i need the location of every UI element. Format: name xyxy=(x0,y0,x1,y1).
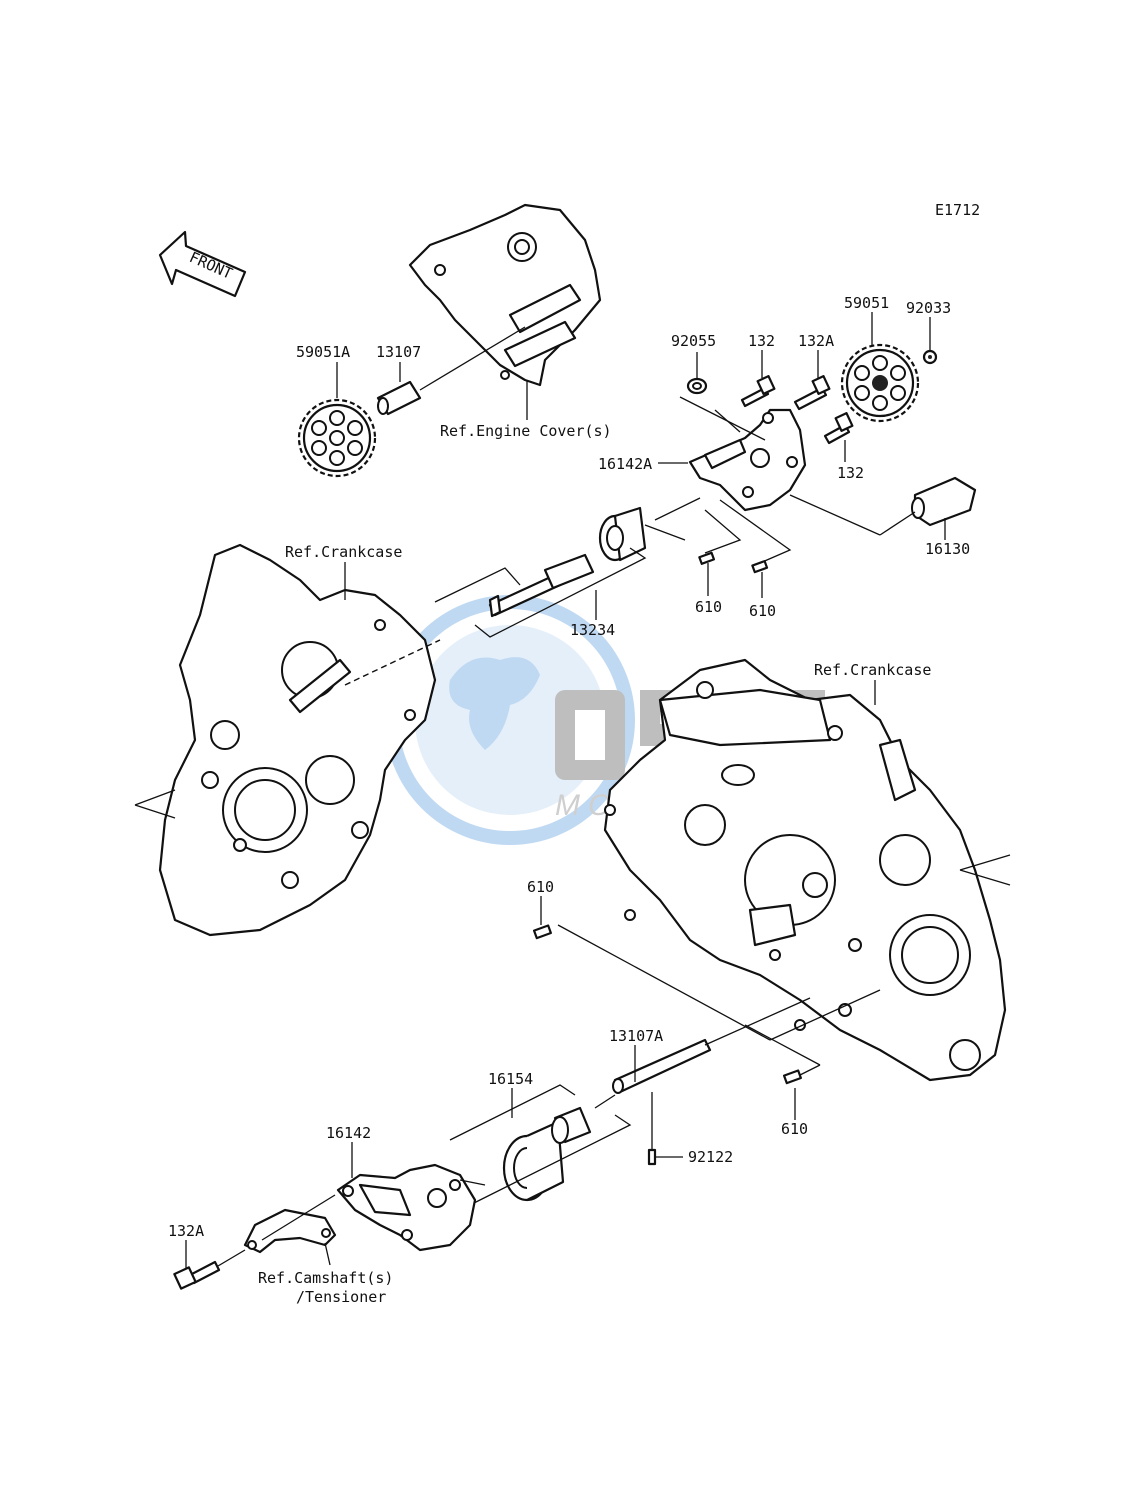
label-610-b: 610 xyxy=(749,602,776,620)
label-92122: 92122 xyxy=(688,1148,733,1166)
label-92055: 92055 xyxy=(671,332,716,350)
label-ref-engine-cover: Ref.Engine Cover(s) xyxy=(440,422,612,440)
label-59051A: 59051A xyxy=(296,343,350,361)
bolt-132-mid xyxy=(823,412,854,445)
label-132-top: 132 xyxy=(748,332,775,350)
pump-body-16142A xyxy=(679,396,807,512)
leader-lines xyxy=(185,312,946,1268)
bolt-132-top xyxy=(740,375,776,408)
front-arrow-icon: FRONT xyxy=(158,230,247,298)
label-13234: 13234 xyxy=(570,621,615,639)
bolt-132A-bottom xyxy=(173,1194,336,1290)
dowel-610-b xyxy=(751,560,769,574)
label-ref-camshaft: Ref.Camshaft(s) xyxy=(258,1269,393,1287)
label-610-a: 610 xyxy=(695,598,722,616)
pin-13107A xyxy=(612,997,811,1094)
pin-92122 xyxy=(647,1148,657,1166)
label-132A-bottom: 132A xyxy=(168,1222,204,1240)
fitting-16130 xyxy=(789,476,977,536)
bolt-132A-top xyxy=(793,375,831,411)
label-13107A: 13107A xyxy=(609,1027,663,1045)
dowel-610-d xyxy=(782,1069,802,1085)
crankcase-left xyxy=(134,543,437,937)
label-610-c: 610 xyxy=(527,878,554,896)
label-ref-tensioner: /Tensioner xyxy=(296,1288,386,1306)
label-ref-crankcase-left: Ref.Crankcase xyxy=(285,543,402,561)
label-13107: 13107 xyxy=(376,343,421,361)
label-16154: 16154 xyxy=(488,1070,533,1088)
label-ref-crankcase-right: Ref.Crankcase xyxy=(814,661,931,679)
label-132-mid: 132 xyxy=(837,464,864,482)
dowel-610-a xyxy=(698,551,716,565)
shaft-13234 xyxy=(434,497,701,638)
diagram-code: E1712 xyxy=(935,201,980,219)
label-92033: 92033 xyxy=(906,299,951,317)
label-16142: 16142 xyxy=(326,1124,371,1142)
crankcase-right xyxy=(603,658,1011,1082)
dowel-610-c xyxy=(532,924,552,940)
pin-13107 xyxy=(376,326,526,416)
gear-59051 xyxy=(840,343,920,423)
label-610-d: 610 xyxy=(781,1120,808,1138)
label-59051: 59051 xyxy=(844,294,889,312)
label-132A-top: 132A xyxy=(798,332,834,350)
engine-cover-shape xyxy=(408,203,602,387)
gear-59051A xyxy=(297,398,377,478)
rotor-16154 xyxy=(449,1084,632,1206)
pump-cover-16142 xyxy=(336,1163,486,1252)
label-16130: 16130 xyxy=(925,540,970,558)
label-16142A: 16142A xyxy=(598,455,652,473)
camshaft-bracket xyxy=(243,1208,337,1266)
